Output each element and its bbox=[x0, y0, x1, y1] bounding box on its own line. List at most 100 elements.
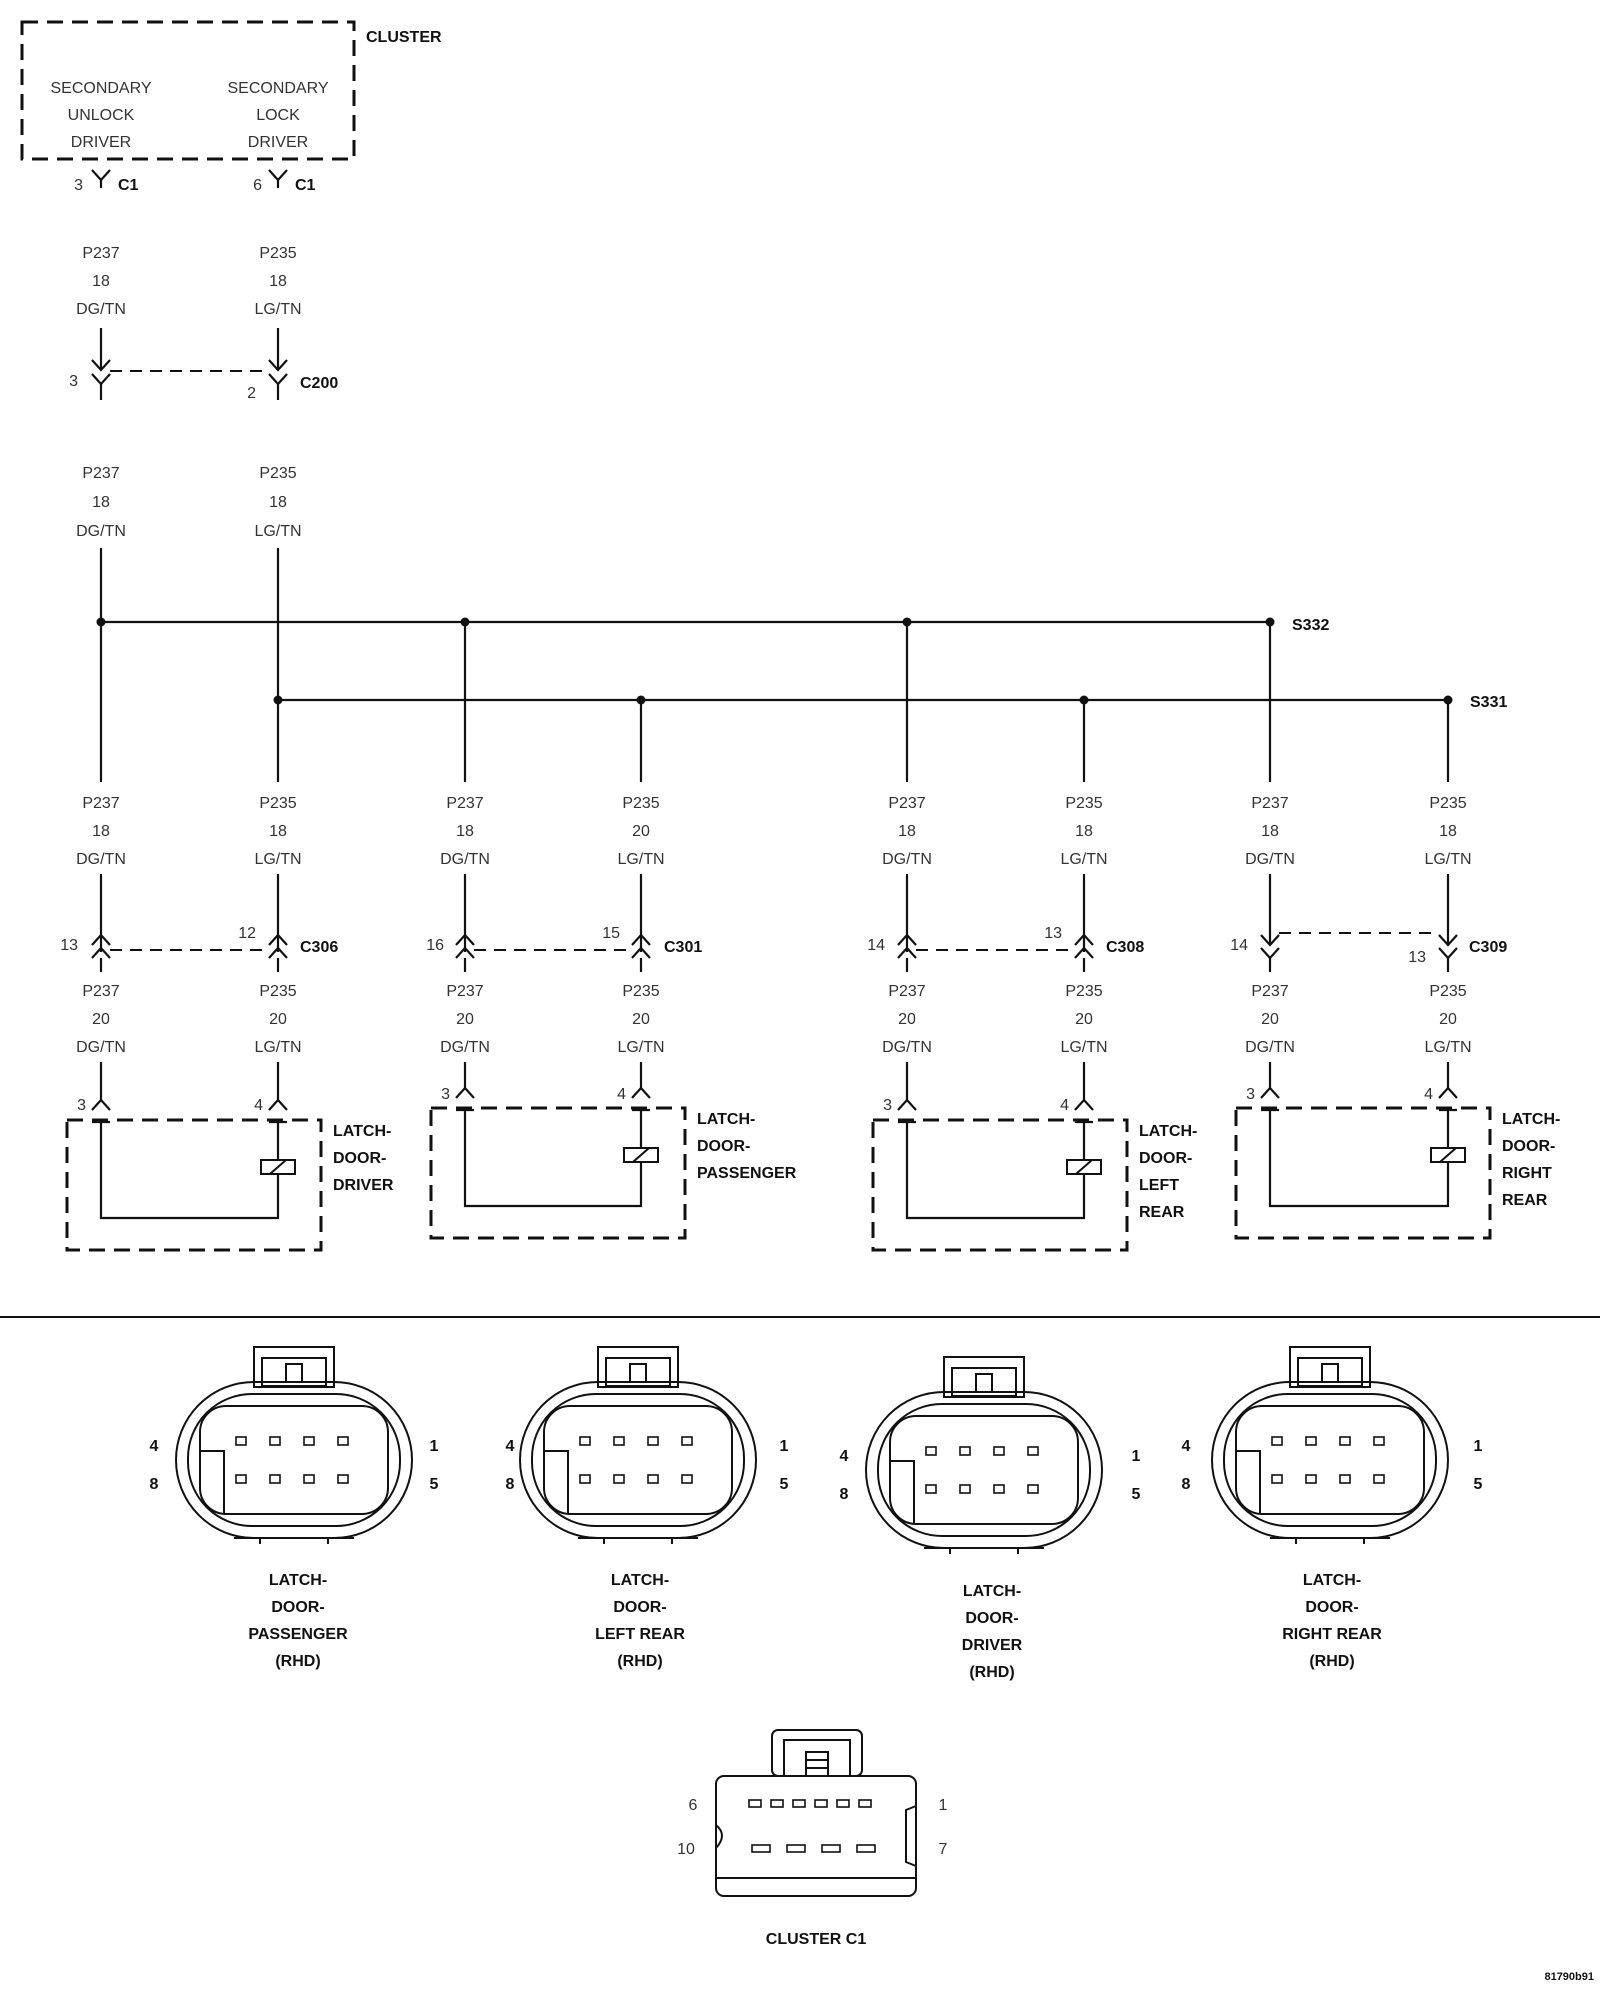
latch-label-2: DOOR- bbox=[697, 1138, 750, 1155]
latch-motor-symbol-stroke bbox=[1075, 1159, 1093, 1175]
c200-inline-connector: 3 2 C200 bbox=[69, 328, 338, 402]
pin-cavity bbox=[836, 1799, 850, 1808]
connector-shell-mid bbox=[1223, 1393, 1437, 1527]
branch-c308-left-rear: P237 18 DG/TN P235 18 LG/TN 14 13 C308 P… bbox=[867, 795, 1197, 1252]
pin-cavity bbox=[647, 1474, 659, 1484]
pin-cavity bbox=[269, 1474, 281, 1484]
inline-connector-label: C301 bbox=[664, 939, 702, 956]
latch-internal-circuit bbox=[456, 1108, 650, 1208]
pin-cavity bbox=[235, 1474, 247, 1484]
connector-shell-mid bbox=[877, 1403, 1091, 1537]
connector-latch-tab bbox=[1297, 1357, 1363, 1387]
wire-id: P235 bbox=[1429, 983, 1466, 1000]
c200-label: C200 bbox=[300, 375, 338, 392]
branch-c301-passenger: P237 18 DG/TN P235 20 LG/TN 16 15 C301 P… bbox=[426, 795, 797, 1240]
wire-gauge: 20 bbox=[632, 1011, 650, 1028]
lock-circuit-color: LG/TN bbox=[254, 301, 301, 318]
wire-color: DG/TN bbox=[1245, 851, 1295, 868]
wire-gauge: 20 bbox=[632, 823, 650, 840]
s331-label: S331 bbox=[1470, 694, 1507, 711]
inline-terminal bbox=[1074, 933, 1094, 959]
cluster-c1-key bbox=[715, 1824, 723, 1849]
latch-label-4: REAR bbox=[1502, 1192, 1548, 1209]
inline-pin-right: 12 bbox=[238, 925, 256, 942]
latch-internal-circuit bbox=[92, 1120, 287, 1220]
connector-face bbox=[1235, 1405, 1425, 1515]
latch-label-3: RIGHT bbox=[1502, 1165, 1552, 1182]
lock-circuit-color-2: LG/TN bbox=[254, 523, 301, 540]
pin-number: 8 bbox=[506, 1476, 515, 1493]
latch-door-driver-box bbox=[65, 1118, 323, 1252]
latch-label-3: PASSENGER bbox=[697, 1165, 797, 1182]
pin-number: 4 bbox=[506, 1438, 515, 1455]
wire-gauge: 18 bbox=[269, 823, 287, 840]
wire-gauge: 18 bbox=[456, 823, 474, 840]
inline-connector-label: C308 bbox=[1106, 939, 1144, 956]
pin-cavity bbox=[579, 1474, 591, 1484]
pin-cavity bbox=[786, 1844, 806, 1853]
connector-key bbox=[200, 1450, 225, 1514]
inline-connector-label: C309 bbox=[1469, 939, 1507, 956]
wire-id: P237 bbox=[1251, 795, 1288, 812]
wire-color: DG/TN bbox=[882, 1039, 932, 1056]
unlock-circuit-color: DG/TN bbox=[76, 301, 126, 318]
latch-pin-right: 4 bbox=[1060, 1097, 1069, 1114]
splice-s332: S332 bbox=[96, 617, 1329, 634]
pin-cavity bbox=[748, 1799, 762, 1808]
latch-label-1: LATCH- bbox=[333, 1123, 391, 1140]
cluster-c1-shell bbox=[715, 1775, 917, 1897]
pin-cavity bbox=[1305, 1436, 1317, 1446]
connector-label-3: LEFT REAR bbox=[595, 1626, 685, 1643]
c1-terminal-lock bbox=[268, 169, 288, 188]
pin-number: 7 bbox=[939, 1841, 948, 1858]
connector-shell-mid bbox=[187, 1393, 401, 1527]
pin-number: 1 bbox=[1132, 1448, 1141, 1465]
inline-pin-left: 13 bbox=[60, 937, 78, 954]
pin-cavity bbox=[925, 1446, 937, 1456]
wire-gauge: 20 bbox=[898, 1011, 916, 1028]
wire-id: P237 bbox=[82, 983, 119, 1000]
wire-gauge: 18 bbox=[92, 823, 110, 840]
wire-gauge: 18 bbox=[1261, 823, 1279, 840]
c1-lock-connector: C1 bbox=[295, 177, 316, 194]
connector-key bbox=[1236, 1450, 1261, 1514]
branch-c306-driver: P237 18 DG/TN P235 18 LG/TN 13 12 C306 P… bbox=[60, 795, 394, 1252]
inline-terminal bbox=[631, 933, 651, 959]
c1-terminal-unlock bbox=[91, 169, 111, 188]
latch-label-3: LEFT bbox=[1139, 1177, 1179, 1194]
pin-cavity bbox=[337, 1436, 349, 1446]
wire-color: LG/TN bbox=[1424, 1039, 1471, 1056]
latch-pin-left: 3 bbox=[883, 1097, 892, 1114]
cluster-c1-side bbox=[905, 1805, 917, 1867]
wire-gauge: 20 bbox=[1439, 1011, 1457, 1028]
pin-cavity bbox=[1373, 1474, 1385, 1484]
cluster-c1-label: CLUSTER C1 bbox=[766, 1931, 867, 1948]
pin-number: 5 bbox=[780, 1476, 789, 1493]
connector-latch-tab bbox=[605, 1357, 671, 1387]
wire-id: P235 bbox=[622, 795, 659, 812]
latch-motor-symbol bbox=[623, 1147, 659, 1163]
wire-color: LG/TN bbox=[1424, 851, 1471, 868]
connector-label-4: (RHD) bbox=[617, 1653, 662, 1670]
latch-motor-symbol bbox=[1430, 1147, 1466, 1163]
c1-lock-pin: 6 bbox=[253, 177, 262, 194]
wire-color: LG/TN bbox=[617, 1039, 664, 1056]
wire-id: P235 bbox=[1065, 983, 1102, 1000]
connector-label-4: (RHD) bbox=[275, 1653, 320, 1670]
pin-cavity bbox=[1271, 1436, 1283, 1446]
connector-view-cluster-c1: 6 10 1 7 CLUSTER C1 bbox=[677, 1729, 948, 1948]
unlock-driver-label-3: DRIVER bbox=[71, 134, 131, 151]
cluster-c1-latch bbox=[783, 1739, 851, 1777]
lock-driver-label-3: DRIVER bbox=[248, 134, 308, 151]
pin-cavity bbox=[681, 1474, 693, 1484]
wire-id: P237 bbox=[888, 983, 925, 1000]
pin-number: 6 bbox=[689, 1797, 698, 1814]
wire-gauge: 20 bbox=[92, 1011, 110, 1028]
connector-label-2: DOOR- bbox=[1305, 1599, 1358, 1616]
latch-terminal bbox=[1260, 1086, 1280, 1099]
latch-label-3: DRIVER bbox=[333, 1177, 394, 1194]
latch-pin-left: 3 bbox=[441, 1086, 450, 1103]
connector-label-1: LATCH- bbox=[269, 1572, 327, 1589]
pin-cavity bbox=[1271, 1474, 1283, 1484]
pin-number: 8 bbox=[840, 1486, 849, 1503]
